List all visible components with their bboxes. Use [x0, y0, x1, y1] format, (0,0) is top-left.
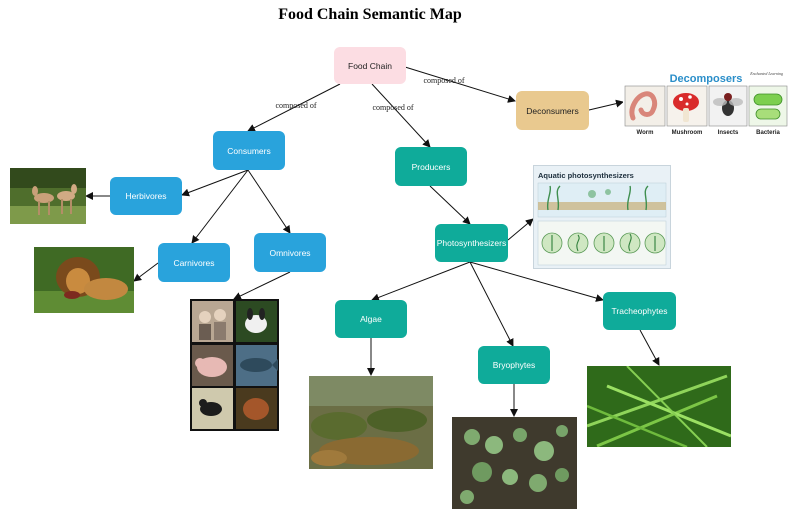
bryophytes-photo — [452, 417, 577, 509]
edge-carnivores-image — [133, 262, 159, 282]
edge-label-producers: composed of — [372, 103, 413, 112]
edge-tracheophytes-image — [639, 329, 660, 366]
edge-photosynthesizers-tracheophytes — [469, 261, 604, 302]
page-title: Food Chain Semantic Map — [278, 6, 462, 23]
node-deconsumers[interactable]: Deconsumers — [516, 91, 589, 130]
node-bryophytes[interactable]: Bryophytes — [478, 346, 550, 384]
node-consumers[interactable]: Consumers — [213, 131, 285, 170]
edge-root-producers — [371, 83, 431, 148]
aquatic-photosynthesizers-image: Aquatic photosynthesizers — [533, 165, 671, 269]
edge-consumers-carnivores — [191, 169, 249, 244]
node-algae[interactable]: Algae — [335, 300, 407, 338]
node-food-chain[interactable]: Food Chain — [334, 47, 406, 84]
edge-consumers-omnivores — [247, 169, 291, 234]
deer-photo — [10, 168, 86, 224]
fern-photo — [587, 366, 731, 447]
node-carnivores[interactable]: Carnivores — [158, 243, 230, 282]
edge-label-deconsumers: composed of — [423, 76, 464, 85]
edge-deconsumers-decomposers-image — [588, 99, 624, 111]
edge-root-consumers — [247, 83, 341, 132]
node-omnivores[interactable]: Omnivores — [254, 233, 326, 272]
decomposers-image: Decomposers Enchanted Learning Worm Mush… — [623, 68, 789, 138]
node-producers[interactable]: Producers — [395, 147, 467, 186]
edge-photosynthesizers-algae — [371, 261, 471, 302]
aquatic-card-title: Aquatic photosynthesizers — [538, 171, 634, 180]
lion-photo — [34, 247, 134, 313]
node-photosynthesizers[interactable]: Photosynthesizers — [435, 224, 508, 262]
algae-photo — [309, 376, 433, 469]
edge-photosynthesizers-bryophytes — [469, 261, 514, 347]
edge-omnivores-image — [233, 271, 291, 300]
edge-label-consumers: composed of — [275, 101, 316, 110]
edge-consumers-herbivores — [181, 169, 249, 197]
edge-photosynthesizers-aquatic-image — [507, 218, 534, 241]
decomposer-label-worm: Worm — [637, 130, 654, 136]
edge-producers-photosynthesizers — [429, 185, 471, 225]
edge-root-deconsumers — [404, 66, 516, 103]
decomposer-label-mushroom: Mushroom — [672, 130, 703, 136]
decomposers-card-title: Decomposers — [670, 73, 743, 85]
mushroom-icon — [673, 93, 699, 111]
worm-icon — [629, 91, 658, 121]
decomposers-card-brand: Enchanted Learning — [749, 71, 783, 76]
bacteria-icon — [753, 93, 783, 106]
omnivores-photo-grid — [190, 299, 279, 431]
decomposer-label-bacteria: Bacteria — [756, 130, 780, 136]
node-herbivores[interactable]: Herbivores — [110, 177, 182, 215]
decomposer-label-insects: Insects — [718, 130, 739, 136]
node-tracheophytes[interactable]: Tracheophytes — [603, 292, 676, 330]
